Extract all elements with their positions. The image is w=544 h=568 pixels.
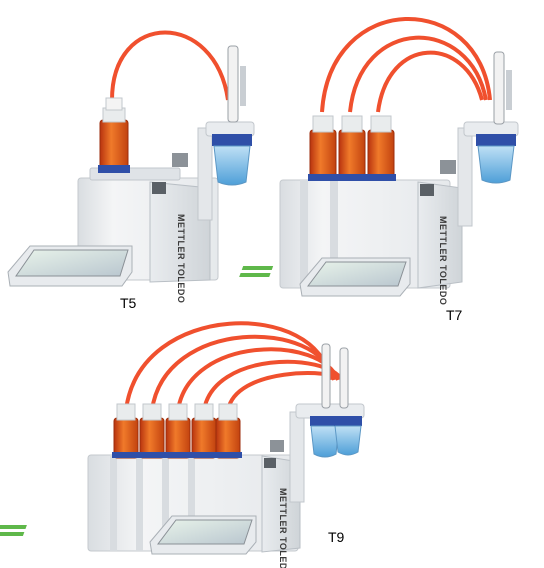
touch-terminal	[239, 257, 411, 297]
tubing	[226, 371, 348, 411]
tubing	[320, 17, 492, 113]
reagent-bottle	[366, 115, 396, 181]
electrode	[493, 51, 505, 125]
electrode	[339, 347, 349, 409]
reagent-bottle	[308, 115, 338, 181]
reagent-bottle	[164, 403, 192, 459]
titrator-t7: METTLER TOLEDO	[239, 17, 519, 305]
reagent-bottle	[138, 403, 166, 459]
brand-label: METTLER TOLEDO	[438, 216, 448, 305]
reagent-bottle	[214, 403, 242, 459]
reagent-bottle	[112, 403, 140, 459]
model-label-t5: T5	[120, 295, 137, 311]
tubing	[348, 35, 488, 113]
brand-label: METTLER TOLEDO	[278, 488, 288, 568]
titration-beaker	[310, 416, 340, 458]
titrator-t5: METTLER TOLEDO	[7, 30, 255, 303]
model-label-t9: T9	[328, 529, 345, 545]
model-label-t7: T7	[446, 307, 463, 323]
brand-label: METTLER TOLEDO	[176, 214, 186, 303]
titration-beaker	[476, 134, 516, 184]
tubing	[376, 50, 484, 113]
reagent-bottle	[337, 115, 367, 181]
status-led-panel	[152, 182, 166, 194]
titration-beaker	[212, 134, 252, 186]
electrode	[227, 45, 239, 123]
touch-terminal	[0, 515, 257, 555]
touch-terminal	[7, 245, 133, 287]
instrument-side-panel	[149, 181, 211, 283]
electrode	[321, 343, 331, 409]
titrator-t9: METTLER TOLEDO	[0, 321, 365, 568]
tubing	[202, 359, 344, 411]
reagent-bottle	[190, 403, 218, 459]
tubing	[110, 30, 230, 101]
titration-beaker	[334, 416, 362, 456]
reagent-bottle	[98, 97, 130, 173]
